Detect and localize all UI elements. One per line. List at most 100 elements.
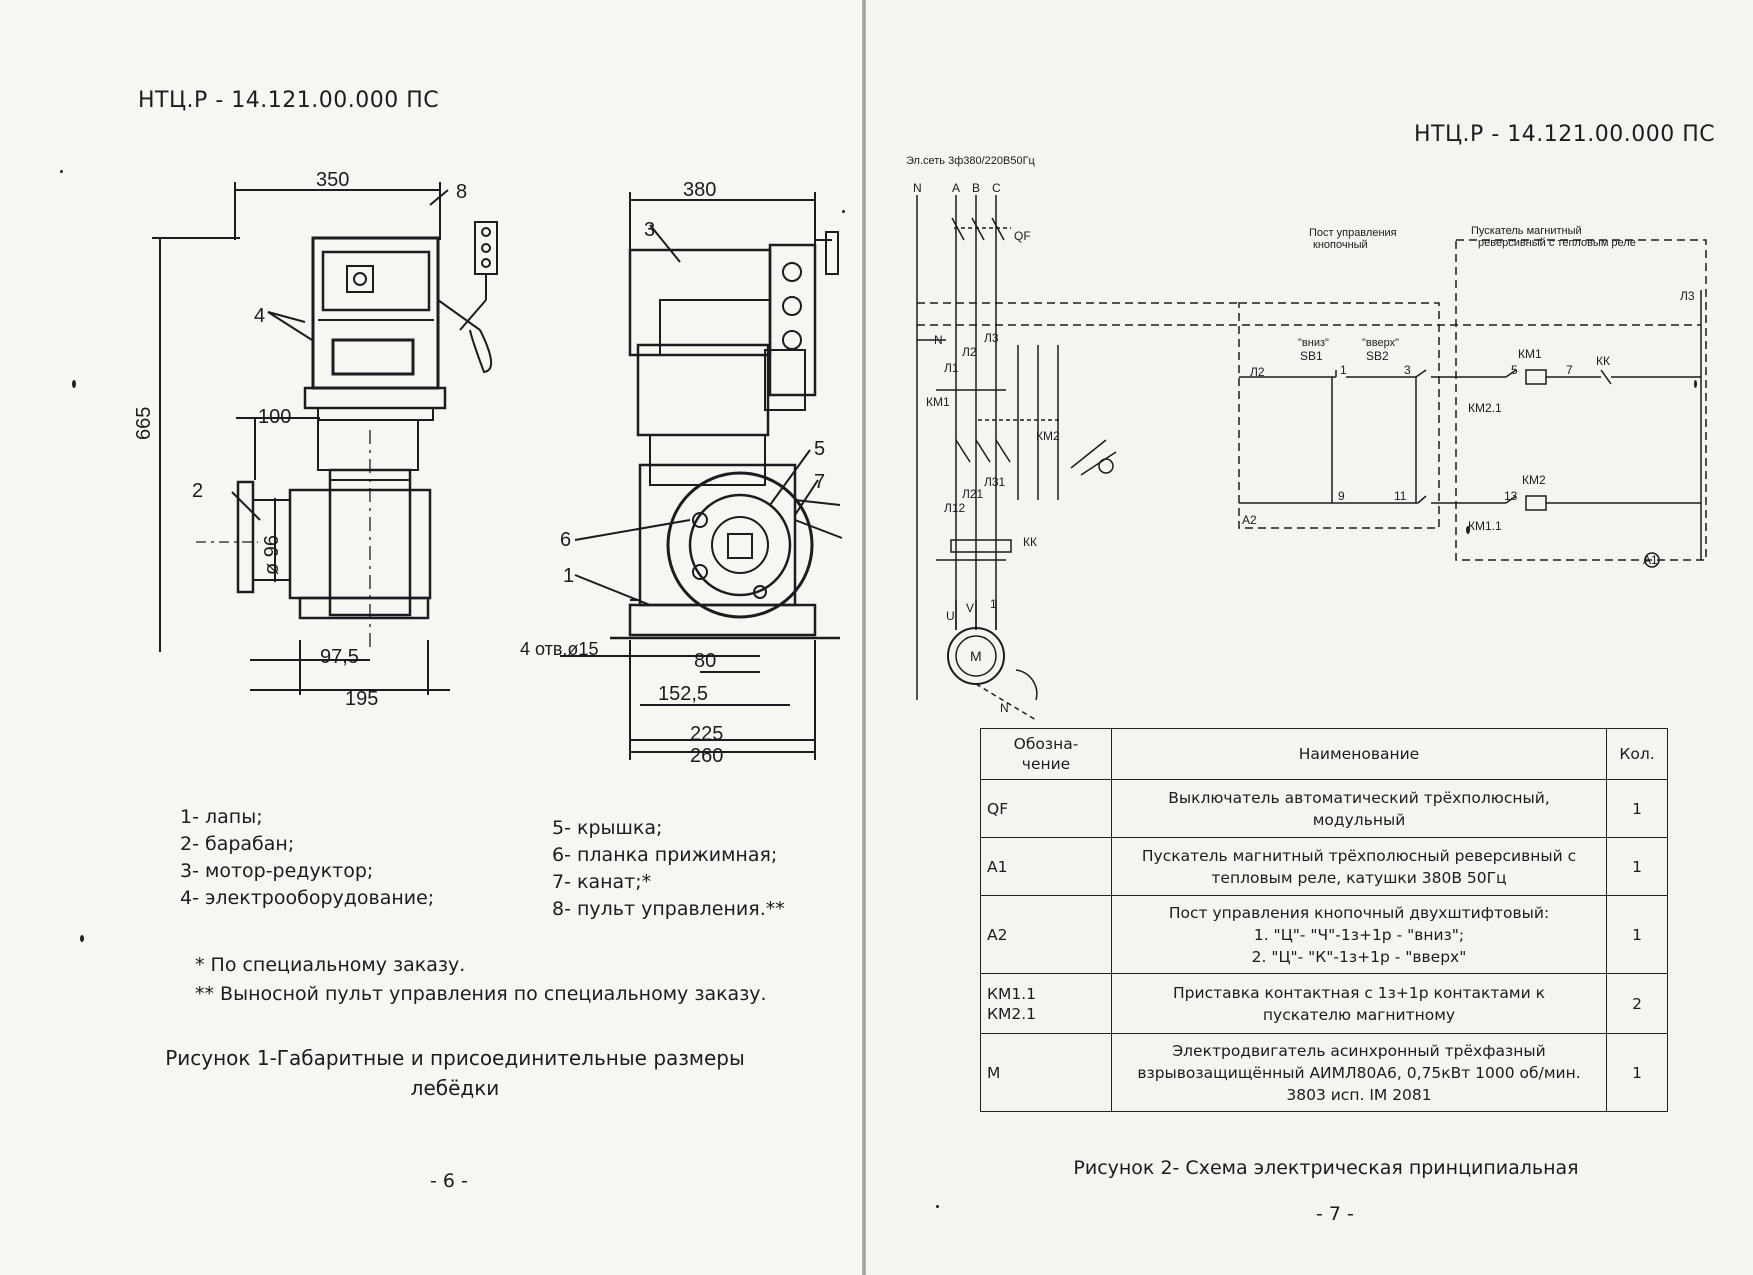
kk-label-left: КК: [1023, 535, 1037, 549]
dim-225: 225: [690, 723, 723, 745]
phase-b: B: [972, 181, 980, 195]
cell-qty: 1: [1606, 1033, 1668, 1112]
cell-qty: 1: [1606, 895, 1668, 974]
scan-speck: [80, 935, 84, 942]
scan-speck: [60, 170, 63, 173]
table-row: КМ1.1 КМ2.1 Приставка контактная с 1з+1р…: [980, 973, 1668, 1034]
dim-350: 350: [316, 169, 349, 191]
dim-97-5: 97,5: [320, 646, 359, 668]
post-label-1: Пост управления: [1309, 227, 1397, 239]
footnote-special-order: * По специальному заказу.: [195, 954, 466, 976]
phase-c: C: [992, 181, 1001, 195]
legend-item: 4- электрооборудование;: [180, 887, 435, 909]
cell-name: Электродвигатель асинхронный трёхфазный …: [1111, 1033, 1607, 1112]
dim-80: 80: [694, 650, 716, 672]
wire-l2: Л2: [962, 345, 977, 359]
book-spine: [860, 0, 868, 1275]
scan-speck: [936, 1205, 939, 1208]
sb2-label: SB2: [1366, 349, 1389, 363]
dim-3: 3: [644, 219, 655, 241]
left-page: НТЦ.Р - 14.121.00.000 ПС: [0, 0, 862, 1275]
wire-l2-mid: Л2: [1250, 365, 1265, 379]
table-row: A1 Пускатель магнитный трёхполюсный реве…: [980, 837, 1668, 896]
km1-label: КМ1: [926, 395, 950, 409]
wire-l31: Л31: [984, 475, 1006, 489]
button-vverh: "вверх": [1362, 337, 1399, 349]
node-3: 3: [1404, 363, 1411, 377]
dim-6: 6: [560, 529, 571, 551]
legend-column-1: 1- лапы; 2- барабан; 3- мотор-редуктор; …: [180, 804, 434, 912]
figure-2-caption: Рисунок 2- Схема электрическая принципиа…: [1073, 1157, 1579, 1179]
cell-name: Приставка контактная с 1з+1р контактами …: [1111, 973, 1607, 1034]
caption-line: лебёдки: [410, 1076, 500, 1100]
legend-item: 8- пульт управления.**: [552, 898, 785, 920]
starter-label-2: реверсивный с тепловым реле: [1478, 237, 1636, 249]
legend-item: 2- барабан;: [180, 833, 295, 855]
cell-code: КМ1.1 КМ2.1: [980, 973, 1112, 1034]
wire-n-bottom: N: [1000, 701, 1009, 715]
mains-label: Эл.сеть 3ф380/220В50Гц: [906, 155, 1036, 167]
terminal-u: U: [946, 609, 955, 623]
cell-qty: 2: [1606, 973, 1668, 1034]
qf-label: QF: [1014, 229, 1031, 243]
cell-code: M: [980, 1033, 1112, 1112]
scan-speck: [1694, 380, 1697, 388]
dim-holes: 4 отв.ø15: [520, 639, 598, 659]
dim-4: 4: [254, 305, 265, 327]
legend-item: 3- мотор-редуктор;: [180, 860, 374, 882]
scan-speck: [1466, 526, 1470, 534]
column-header-qty: Кол.: [1606, 728, 1668, 780]
page-number-right: - 7 -: [1316, 1203, 1354, 1225]
table-header-row: Обозна- чение Наименование Кол.: [980, 728, 1668, 780]
cell-code: A1: [980, 837, 1112, 896]
dim-96: ø 96: [261, 535, 283, 575]
dim-1: 1: [563, 565, 574, 587]
winch-dimension-drawing: 350 8 380 3 4 665 100 2 ø 96 5 7 6 1 97,…: [133, 169, 843, 767]
km1-coil-label: КМ1: [1518, 347, 1542, 361]
wire-l12: Л12: [944, 501, 966, 515]
dim-260: 260: [690, 745, 723, 767]
dim-8: 8: [456, 181, 467, 203]
button-vniz: "вниз": [1298, 337, 1329, 349]
legend-item: 6- планка прижимная;: [552, 844, 778, 866]
terminal-v: V: [966, 601, 974, 615]
cell-name: Выключатель автоматический трёхполюсный,…: [1111, 779, 1607, 838]
kk-label-right: КК: [1596, 354, 1610, 368]
scan-speck: [842, 210, 845, 213]
cell-name: Пускатель магнитный трёхполюсный реверси…: [1111, 837, 1607, 896]
post-label-2: кнопочный: [1313, 239, 1368, 251]
km2-label: КМ2: [1036, 429, 1060, 443]
motor-symbol: M: [970, 648, 982, 664]
cell-code: A2: [980, 895, 1112, 974]
phase-n: N: [913, 181, 922, 195]
dim-100: 100: [258, 406, 291, 428]
table-row: M Электродвигатель асинхронный трёхфазны…: [980, 1033, 1668, 1112]
dim-152-5: 152,5: [658, 683, 708, 705]
scan-speck: [72, 380, 76, 388]
caption-line: Рисунок 1-Габаритные и присоединительные…: [165, 1046, 745, 1070]
cell-qty: 1: [1606, 837, 1668, 896]
wire-l1: Л1: [944, 361, 959, 375]
dim-665: 665: [133, 407, 155, 440]
dim-195: 195: [345, 688, 378, 710]
a2-marker: A2: [1242, 513, 1257, 527]
cell-code: QF: [980, 779, 1112, 838]
wire-l3: Л3: [984, 331, 999, 345]
electrical-schematic: Эл.сеть 3ф380/220В50Гц N A B C QF Пост у…: [906, 155, 1707, 721]
wire-l3-right: Л3: [1680, 289, 1695, 303]
column-header-code: Обозна- чение: [980, 728, 1112, 780]
legend-column-2: 5- крышка; 6- планка прижимная; 7- канат…: [552, 815, 785, 923]
node-7: 7: [1566, 363, 1573, 377]
dim-2: 2: [192, 480, 203, 502]
node-9: 9: [1338, 489, 1345, 503]
dim-7: 7: [814, 471, 825, 493]
left-doc-code: НТЦ.Р - 14.121.00.000 ПС: [138, 88, 440, 113]
km21-label: КМ2.1: [1468, 401, 1502, 415]
phase-a: A: [952, 181, 960, 195]
node-13: 13: [1504, 489, 1518, 503]
terminal-w: 1: [990, 597, 997, 611]
node-1: 1: [1340, 363, 1347, 377]
legend-item: 1- лапы;: [180, 806, 263, 828]
dim-5: 5: [814, 438, 825, 460]
a1-marker: A1: [1643, 553, 1658, 567]
